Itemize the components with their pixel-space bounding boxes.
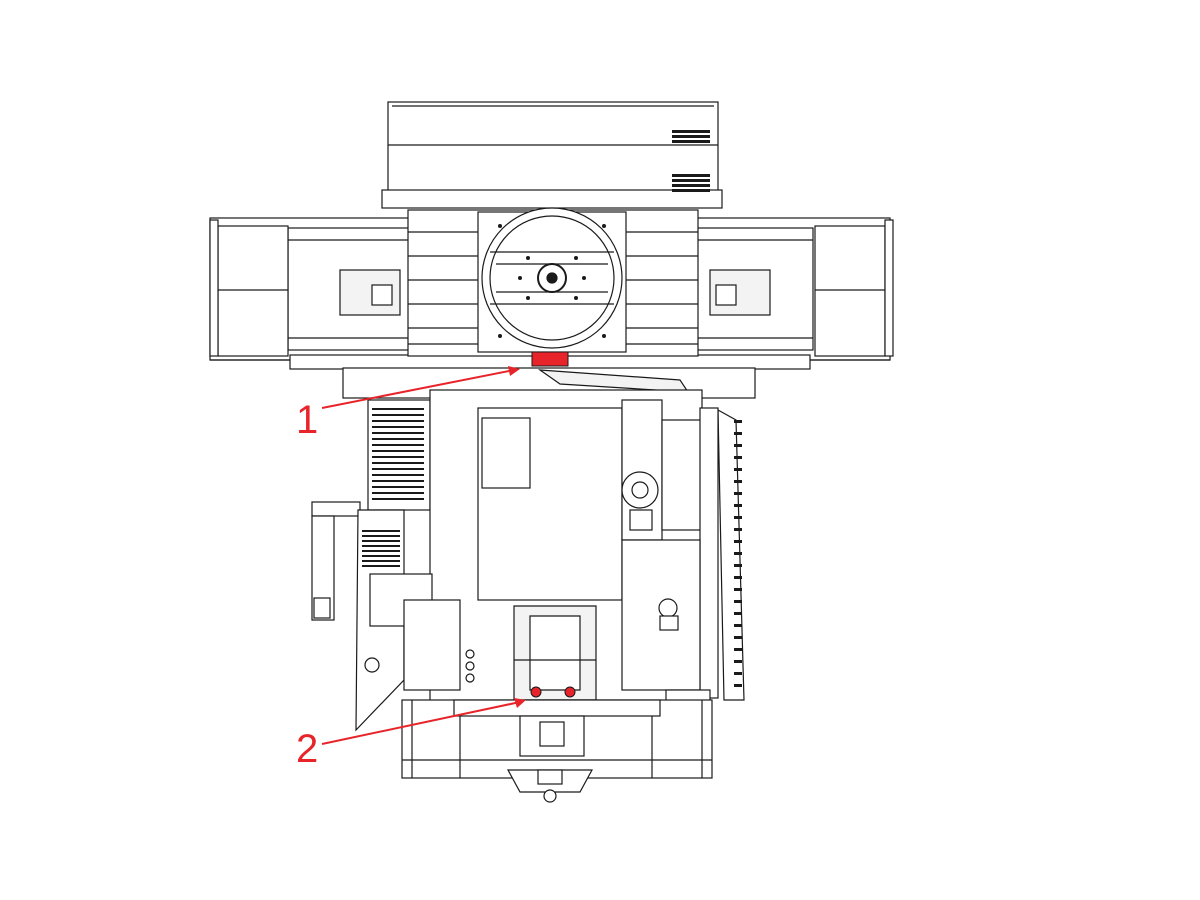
rotary-table bbox=[477, 207, 627, 353]
left-motor-housing bbox=[209, 219, 289, 357]
callout-arrowhead-2 bbox=[514, 698, 526, 708]
machine-drawing bbox=[209, 101, 894, 803]
callout-arrowhead-1 bbox=[508, 366, 520, 376]
callout-leader-1 bbox=[321, 369, 515, 409]
table-bolt-holes bbox=[498, 224, 606, 338]
callouts: 1 2 bbox=[296, 366, 526, 771]
left-panel-grille bbox=[362, 530, 400, 567]
top-hood bbox=[381, 101, 723, 209]
chain-links bbox=[734, 420, 742, 687]
red-block-under-table bbox=[531, 351, 569, 367]
vent-grille-top bbox=[672, 130, 710, 192]
callout-leader-2 bbox=[321, 701, 521, 745]
right-motor-housing bbox=[814, 219, 894, 357]
callout-label-1: 1 bbox=[296, 398, 318, 442]
coolant-tank bbox=[513, 605, 597, 701]
left-vent-grille bbox=[372, 408, 424, 500]
spindle-motor bbox=[621, 399, 705, 541]
red-ports-on-tank bbox=[530, 686, 576, 698]
left-control-box bbox=[364, 599, 475, 691]
machine-base bbox=[401, 699, 713, 779]
lift-lug bbox=[506, 769, 594, 803]
left-vent-column bbox=[367, 399, 431, 511]
callout-label-2: 2 bbox=[296, 727, 318, 771]
